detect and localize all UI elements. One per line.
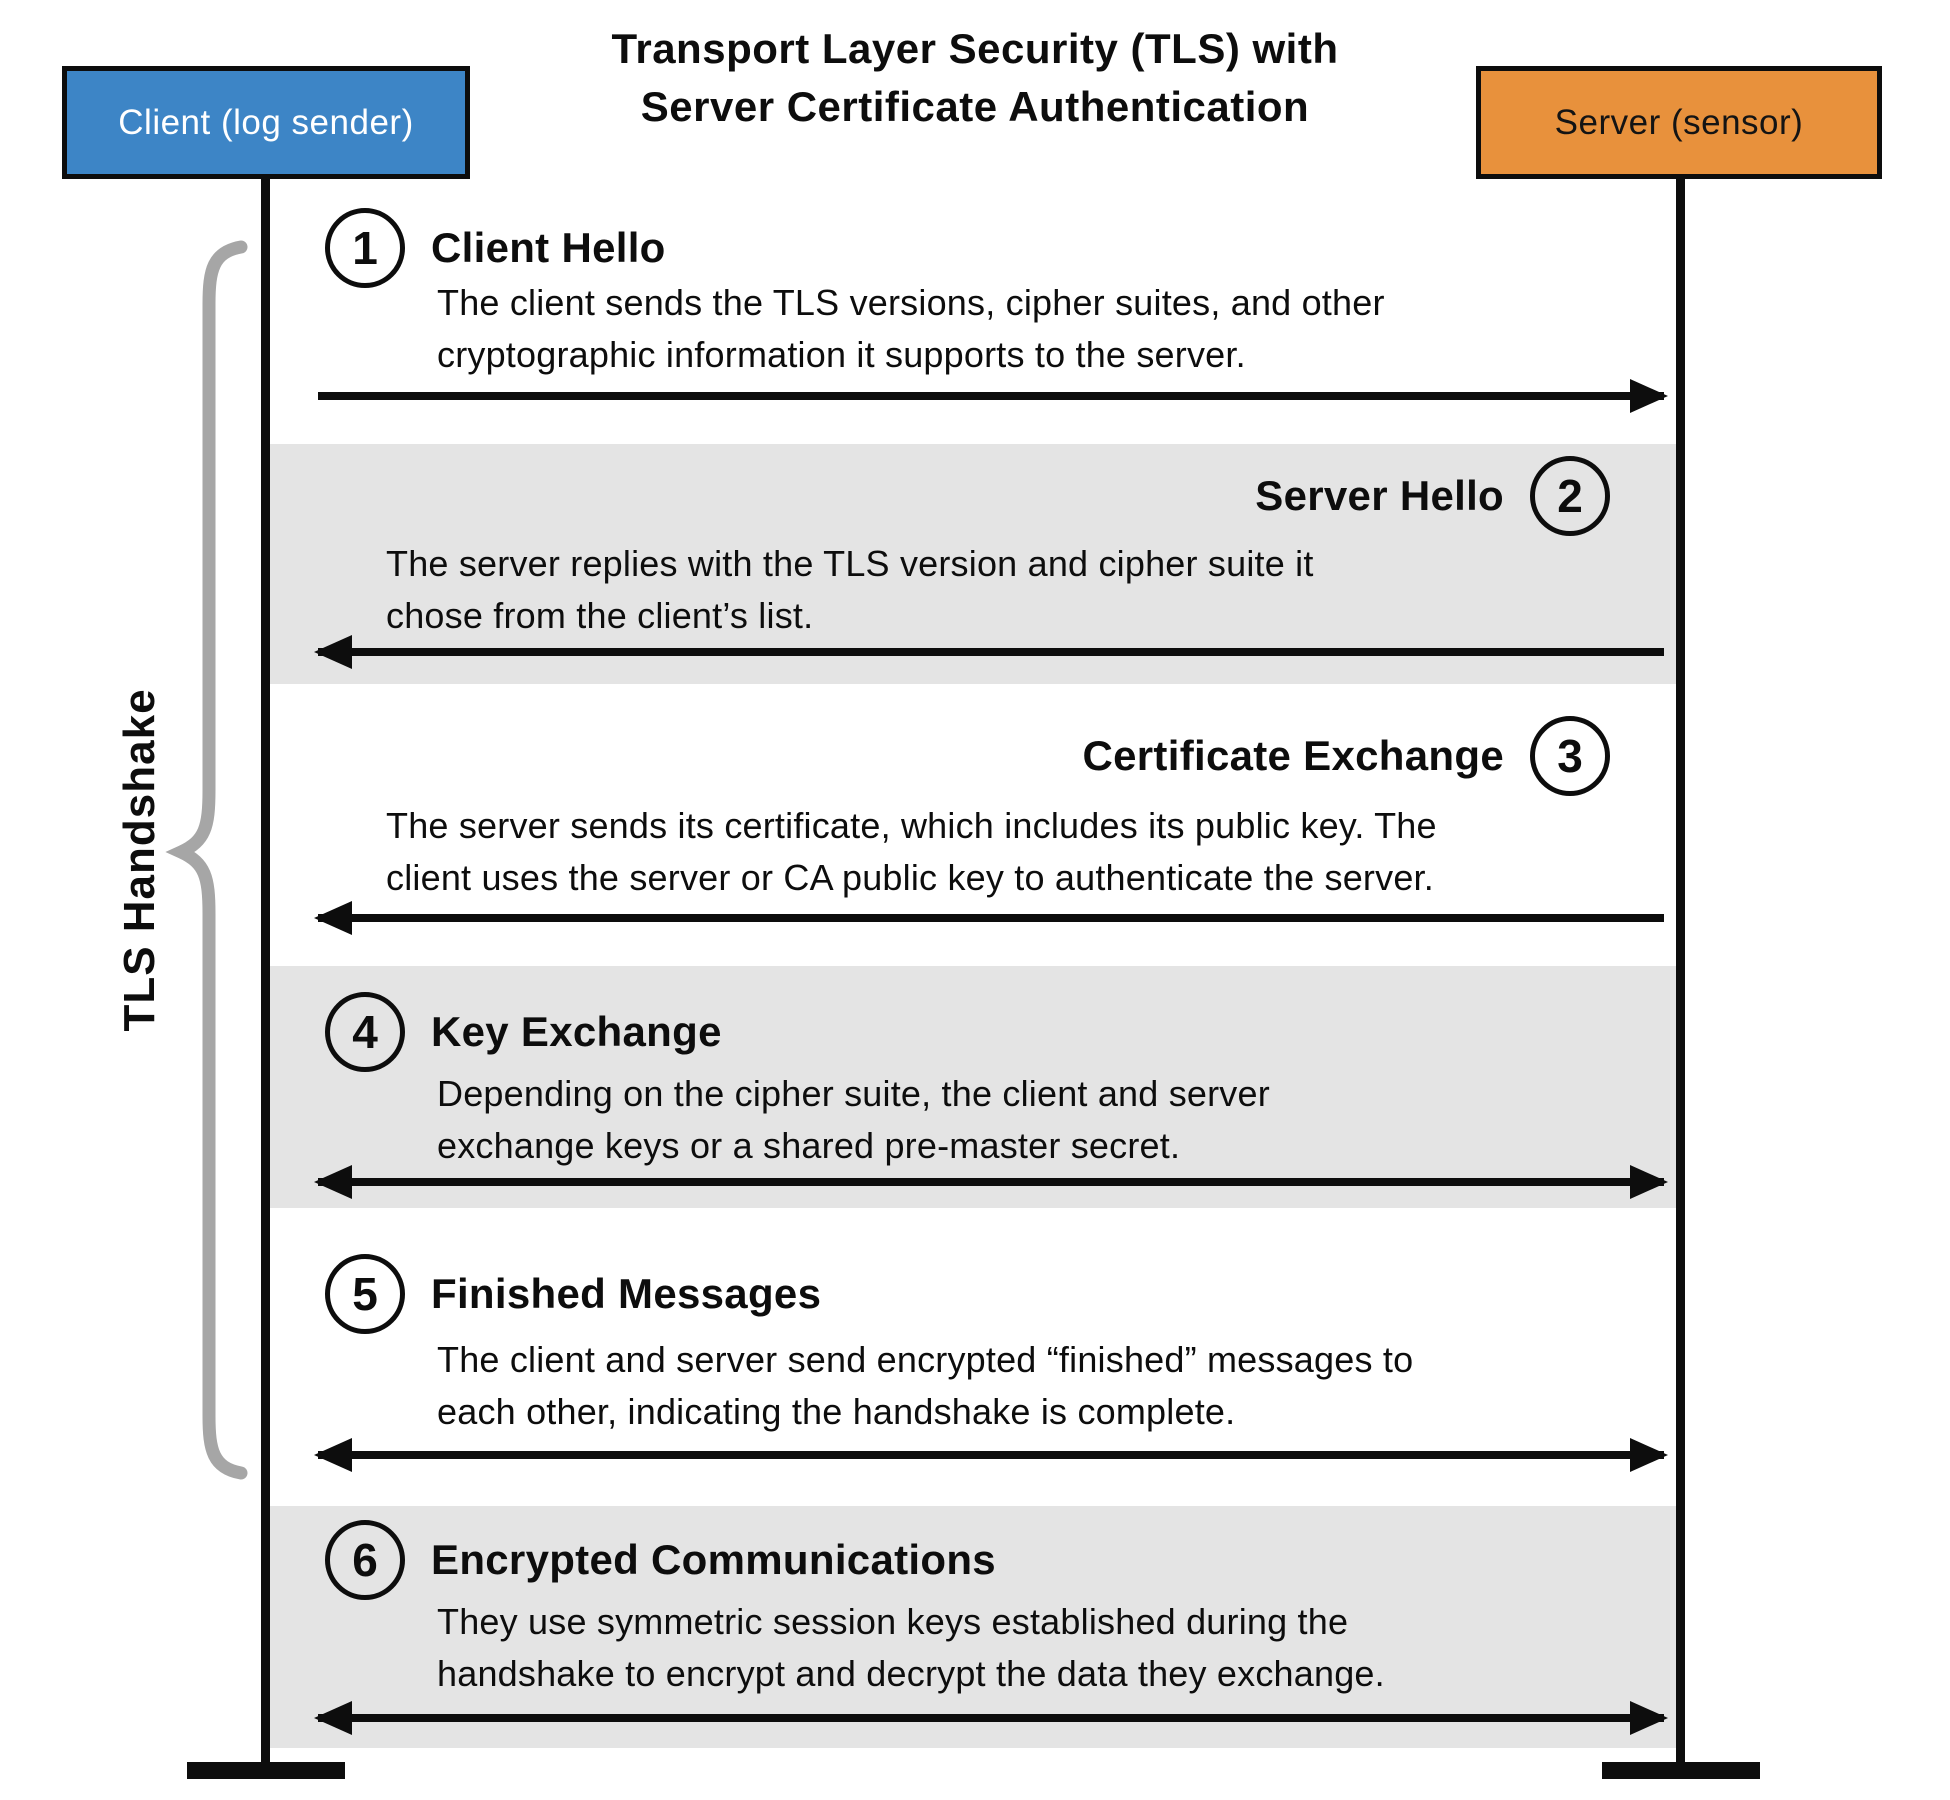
client-lifeline-foot xyxy=(187,1762,345,1779)
band-step-2 xyxy=(270,444,1684,684)
step-1-description: The client sends the TLS versions, ciphe… xyxy=(437,277,1385,381)
step-2-message-arrow xyxy=(318,648,1664,656)
step-1-header: 1 Client Hello xyxy=(325,208,666,288)
step-4-message-arrow xyxy=(318,1178,1664,1186)
server-actor-label: Server (sensor) xyxy=(1554,102,1804,142)
step-5-header: 5 Finished Messages xyxy=(325,1254,821,1334)
step-2-title: Server Hello xyxy=(1255,472,1504,519)
step-3-header: Certificate Exchange 3 xyxy=(1082,716,1610,796)
step-5-description-line1: The client and server send encrypted “fi… xyxy=(437,1339,1414,1380)
step-1-title: Client Hello xyxy=(431,224,666,271)
step-5-description: The client and server send encrypted “fi… xyxy=(437,1334,1413,1438)
step-4-number-badge: 4 xyxy=(325,992,405,1072)
step-1-number-badge: 1 xyxy=(325,208,405,288)
step-3-title: Certificate Exchange xyxy=(1082,732,1504,779)
step-6-header: 6 Encrypted Communications xyxy=(325,1520,996,1600)
step-4-title: Key Exchange xyxy=(431,1008,722,1055)
client-actor-label: Client (log sender) xyxy=(118,102,414,142)
step-2-description-line2: chose from the client’s list. xyxy=(386,595,814,636)
step-4-header: 4 Key Exchange xyxy=(325,992,722,1072)
page-title: Transport Layer Security (TLS) with Serv… xyxy=(0,20,1950,136)
step-3-description: The server sends its certificate, which … xyxy=(386,800,1437,904)
step-1-description-line1: The client sends the TLS versions, ciphe… xyxy=(437,282,1385,323)
step-6-message-arrow xyxy=(318,1714,1664,1722)
step-4-description: Depending on the cipher suite, the clien… xyxy=(437,1068,1270,1172)
step-6-title: Encrypted Communications xyxy=(431,1536,996,1583)
client-lifeline xyxy=(261,179,270,1771)
step-5-number-badge: 5 xyxy=(325,1254,405,1334)
handshake-brace xyxy=(165,240,248,1480)
band-step-6 xyxy=(270,1506,1684,1748)
server-lifeline xyxy=(1676,179,1685,1771)
brace-path xyxy=(165,240,248,1480)
handshake-brace-label: TLS Handshake xyxy=(115,688,164,1032)
step-6-description: They use symmetric session keys establis… xyxy=(437,1596,1385,1700)
step-2-description: The server replies with the TLS version … xyxy=(386,538,1314,642)
step-3-description-line2: client uses the server or CA public key … xyxy=(386,857,1434,898)
step-4-description-line2: exchange keys or a shared pre-master sec… xyxy=(437,1125,1181,1166)
step-5-description-line2: each other, indicating the handshake is … xyxy=(437,1391,1236,1432)
step-6-description-line2: handshake to encrypt and decrypt the dat… xyxy=(437,1653,1385,1694)
step-1-message-arrow xyxy=(318,392,1664,400)
server-lifeline-foot xyxy=(1602,1762,1760,1779)
step-1-description-line2: cryptographic information it supports to… xyxy=(437,334,1246,375)
step-3-number-badge: 3 xyxy=(1530,716,1610,796)
step-4-description-line1: Depending on the cipher suite, the clien… xyxy=(437,1073,1270,1114)
client-actor-box: Client (log sender) xyxy=(62,66,470,179)
step-3-message-arrow xyxy=(318,914,1664,922)
page-title-line2: Server Certificate Authentication xyxy=(640,83,1310,130)
server-actor-box: Server (sensor) xyxy=(1476,66,1882,179)
step-3-description-line1: The server sends its certificate, which … xyxy=(386,805,1437,846)
step-6-number-badge: 6 xyxy=(325,1520,405,1600)
step-2-header: Server Hello 2 xyxy=(1255,456,1610,536)
step-2-number-badge: 2 xyxy=(1530,456,1610,536)
step-5-title: Finished Messages xyxy=(431,1270,822,1317)
step-6-description-line1: They use symmetric session keys establis… xyxy=(437,1601,1349,1642)
band-step-4 xyxy=(270,966,1684,1208)
step-5-message-arrow xyxy=(318,1451,1664,1459)
page-title-line1: Transport Layer Security (TLS) with xyxy=(611,25,1339,72)
step-2-description-line1: The server replies with the TLS version … xyxy=(386,543,1314,584)
